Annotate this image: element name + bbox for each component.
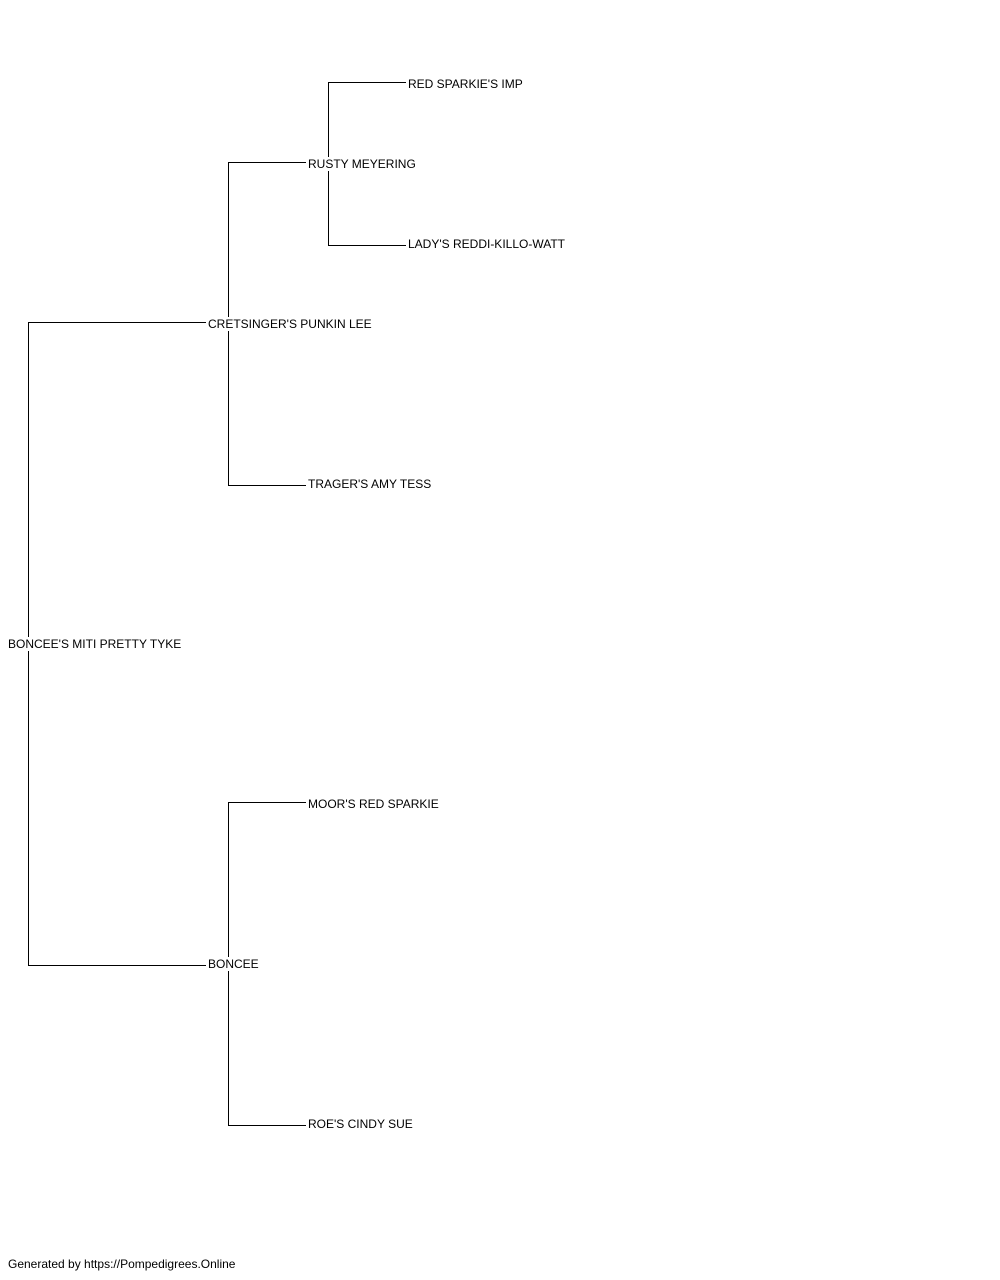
node-dam-dam: ROE'S CINDY SUE <box>308 1117 413 1131</box>
node-sire-sire-sire: RED SPARKIE'S IMP <box>408 77 523 91</box>
node-dam-sire: MOOR'S RED SPARKIE <box>308 797 439 811</box>
node-sire: CRETSINGER'S PUNKIN LEE <box>208 317 372 331</box>
node-sire-sire: RUSTY MEYERING <box>308 157 416 171</box>
node-subject: BONCEE'S MITI PRETTY TYKE <box>8 637 182 651</box>
node-sire-dam: TRAGER'S AMY TESS <box>308 477 432 491</box>
node-dam: BONCEE <box>208 957 259 971</box>
node-sire-sire-dam: LADY'S REDDI-KILLO-WATT <box>408 237 565 251</box>
generated-by-footer: Generated by https://Pompedigrees.Online <box>8 1257 236 1271</box>
